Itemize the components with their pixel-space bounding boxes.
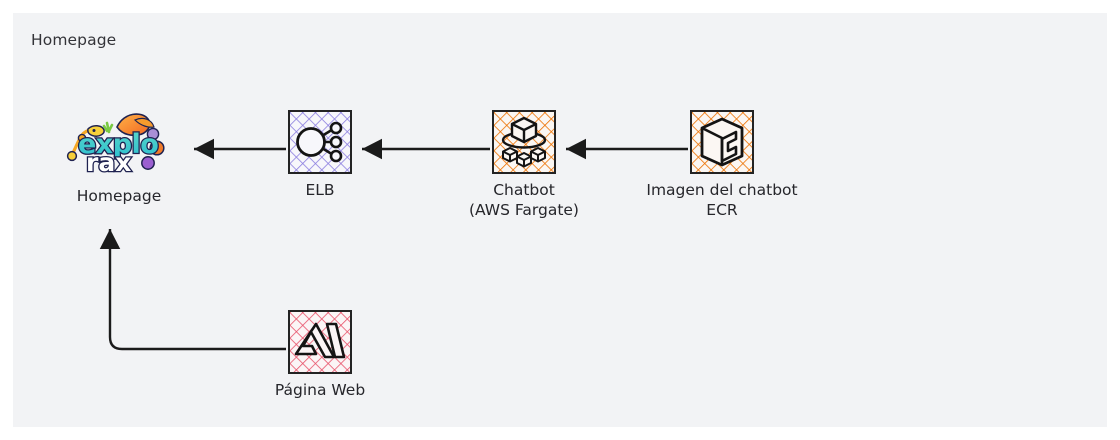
svg-text:explo: explo — [78, 129, 158, 160]
group-title: Homepage — [31, 31, 117, 49]
node-label-pagina-web: Página Web — [274, 381, 366, 399]
elastic-load-balancer-icon — [288, 110, 352, 174]
node-label-elb: ELB — [305, 181, 335, 199]
node-label-homepage: Homepage — [76, 187, 162, 205]
node-pagina-web[interactable]: Página Web — [275, 310, 365, 399]
svg-text:rax: rax — [86, 148, 131, 176]
node-ecr[interactable]: Imagen del chatbot ECR — [646, 110, 798, 219]
aws-amplify-icon — [288, 310, 352, 374]
node-label-ecr: Imagen del chatbot ECR — [646, 181, 798, 219]
aws-fargate-icon — [492, 110, 556, 174]
node-elb[interactable]: ELB — [288, 110, 352, 199]
homepage-group-container — [13, 13, 1107, 427]
node-chatbot[interactable]: Chatbot (AWS Fargate) — [469, 110, 579, 219]
explorax-logo-icon: explo rax — [60, 110, 178, 178]
aws-ecr-icon — [690, 110, 754, 174]
node-label-chatbot: Chatbot (AWS Fargate) — [469, 181, 579, 219]
